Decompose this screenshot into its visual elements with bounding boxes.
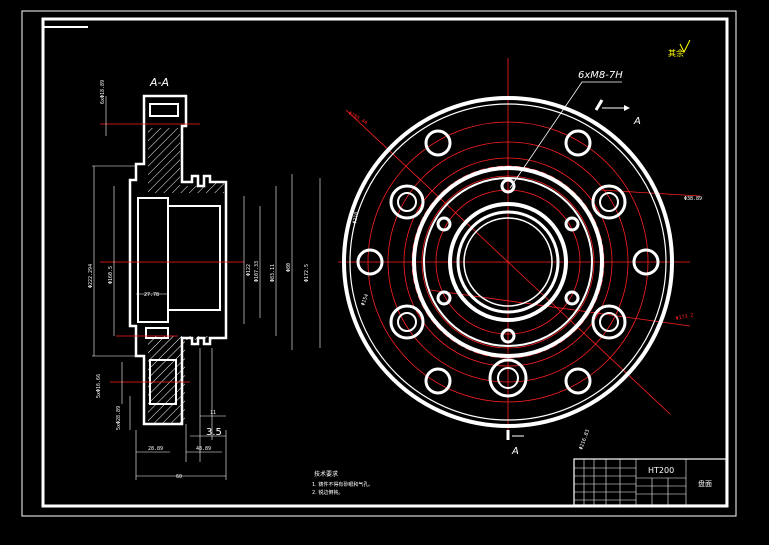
dim-bore-depth: 27.78: [144, 292, 159, 298]
dim-inner-4: Φ80: [286, 263, 292, 272]
dim-outer-dia: Φ222.294: [88, 264, 94, 288]
technical-notes: 技术要求 1. 铸件不得有砂眼和气孔。 2. 锐边倒钝。: [312, 470, 373, 496]
dim-plan-5: Φ173.2: [675, 312, 694, 322]
view-arrow-top-head: [624, 105, 630, 111]
plan-holes: [356, 129, 660, 398]
dim-width-1: 28.89: [148, 446, 163, 452]
notes-heading: 技术要求: [314, 470, 338, 478]
dim-step: 3.5: [206, 427, 222, 438]
roughness-text: 其余: [668, 48, 684, 58]
dim-chamfer: 11: [210, 410, 216, 416]
notes-line-2: 2. 锐边倒钝。: [312, 489, 343, 496]
plan-view: 6xM8-7H A A Φ285.44 Φ210 Φ154 Φ38.89 Φ17…: [338, 58, 702, 457]
notes-line-1: 1. 铸件不得有砂眼和气孔。: [312, 481, 373, 488]
dim-inner-5: Φ172.5: [304, 264, 310, 282]
section-view: A-A: [88, 76, 321, 480]
view-arrow-top-mark: [594, 99, 604, 111]
dim-inner-3: Φ83.11: [270, 264, 276, 282]
dim-plan-3: Φ154: [360, 293, 370, 306]
title-block-grid: [574, 459, 687, 505]
bore-right: [167, 205, 221, 311]
dim-5-hole-large: 5xΦ28.89: [116, 406, 122, 430]
outer-frame: [21, 10, 737, 517]
section-hatch-lower: [148, 336, 212, 424]
part-name-label: 盘面: [698, 479, 712, 488]
bore-left: [137, 197, 169, 323]
dim-total-width: 60: [176, 474, 182, 480]
dim-6-hole: 6xΦ18.89: [100, 80, 106, 104]
material-label: HT200: [648, 466, 674, 475]
plan-outline: [342, 96, 674, 428]
section-outline: [128, 94, 228, 426]
dim-plan-4: Φ38.89: [684, 196, 702, 202]
thread-leader: [509, 81, 622, 189]
dim-5-hole-small: 5xΦ16.66: [96, 374, 102, 398]
title-block: HT200 盘面: [573, 458, 727, 506]
view-arrow-bottom-label: A: [511, 446, 519, 457]
dim-width-2: 48.89: [196, 446, 211, 452]
dim-plan-2: Φ210: [352, 211, 360, 224]
roughness-symbol: [679, 39, 691, 54]
groove: [145, 327, 169, 339]
view-arrow-top-label: A: [633, 116, 641, 127]
section-hatch-upper: [148, 128, 224, 193]
roughness-mark: 其余: [668, 39, 691, 58]
dim-plan-1: Φ285.44: [347, 111, 368, 127]
dim-bore-dia: Φ160.5: [108, 266, 114, 284]
dimension-lines-left: [92, 96, 321, 480]
section-label: A-A: [149, 76, 169, 89]
thread-callout: 6xM8-7H: [578, 70, 623, 81]
dim-inner-1: Φ122: [246, 264, 252, 276]
inner-frame: [41, 17, 729, 508]
bolt-hole-top: [149, 103, 179, 117]
dim-inner-2: Φ107.33: [254, 261, 260, 282]
dim-plan-6: Φ216.83: [578, 429, 591, 451]
